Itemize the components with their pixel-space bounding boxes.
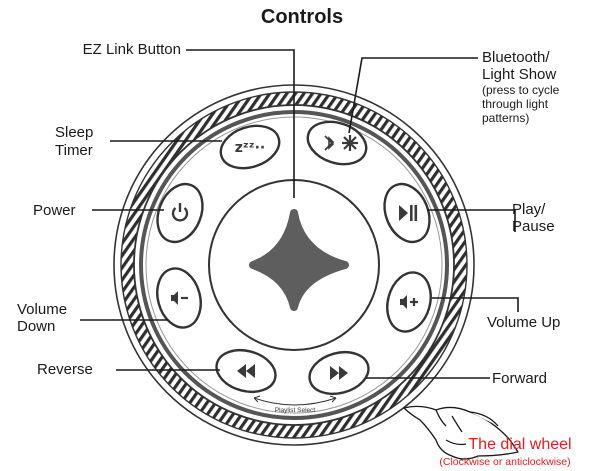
dial-wheel-note: (Clockwise or anticlockwise) [439, 456, 570, 468]
dial-wheel-label: The dial wheel [468, 436, 571, 453]
bluetooth-label-line2: Light Show [482, 66, 556, 83]
sleep-zzz-icon: zᶻᶻ·· [235, 140, 265, 156]
reverse-label: Reverse [37, 361, 93, 378]
bluetooth-label-line1: Bluetooth/ [482, 49, 550, 66]
sleep-timer-label-line2: Timer [55, 142, 93, 159]
sleep-timer-label-line1: Sleep [55, 124, 93, 141]
ez-link-label: EZ Link Button [83, 41, 181, 58]
light-show-icon [342, 135, 358, 151]
playlist-select-label: Playlist Select [275, 407, 316, 414]
bluetooth-note-line2: through light [482, 97, 549, 111]
volume-up-label: Volume Up [487, 314, 560, 331]
volume-down-label-line2: Down [17, 318, 55, 335]
bluetooth-note-line3: patterns) [482, 111, 529, 125]
forward-label: Forward [492, 370, 547, 387]
power-label: Power [33, 202, 76, 219]
bluetooth-note-line1: (press to cycle [482, 83, 560, 97]
diagram-title: Controls [261, 6, 343, 28]
volume-down-label-line1: Volume [17, 301, 67, 318]
play-pause-label-line1: Play/ [512, 201, 546, 218]
play-pause-label-line2: Pause [512, 218, 555, 235]
